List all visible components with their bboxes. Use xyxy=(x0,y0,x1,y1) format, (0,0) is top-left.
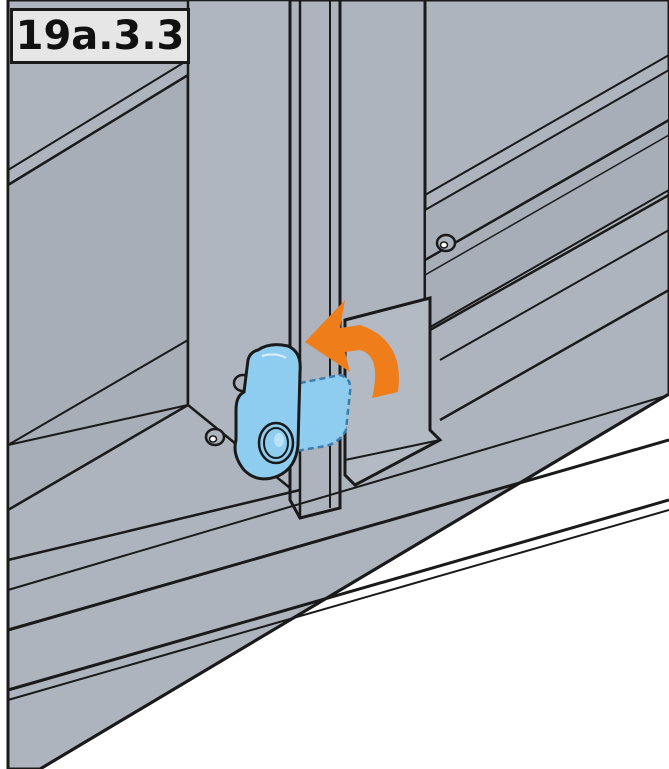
step-number-label: 19a.3.3 xyxy=(10,8,190,64)
screw-bottom-left xyxy=(206,429,224,445)
screw-top-right xyxy=(437,235,455,251)
latch-button[interactable] xyxy=(259,423,293,463)
